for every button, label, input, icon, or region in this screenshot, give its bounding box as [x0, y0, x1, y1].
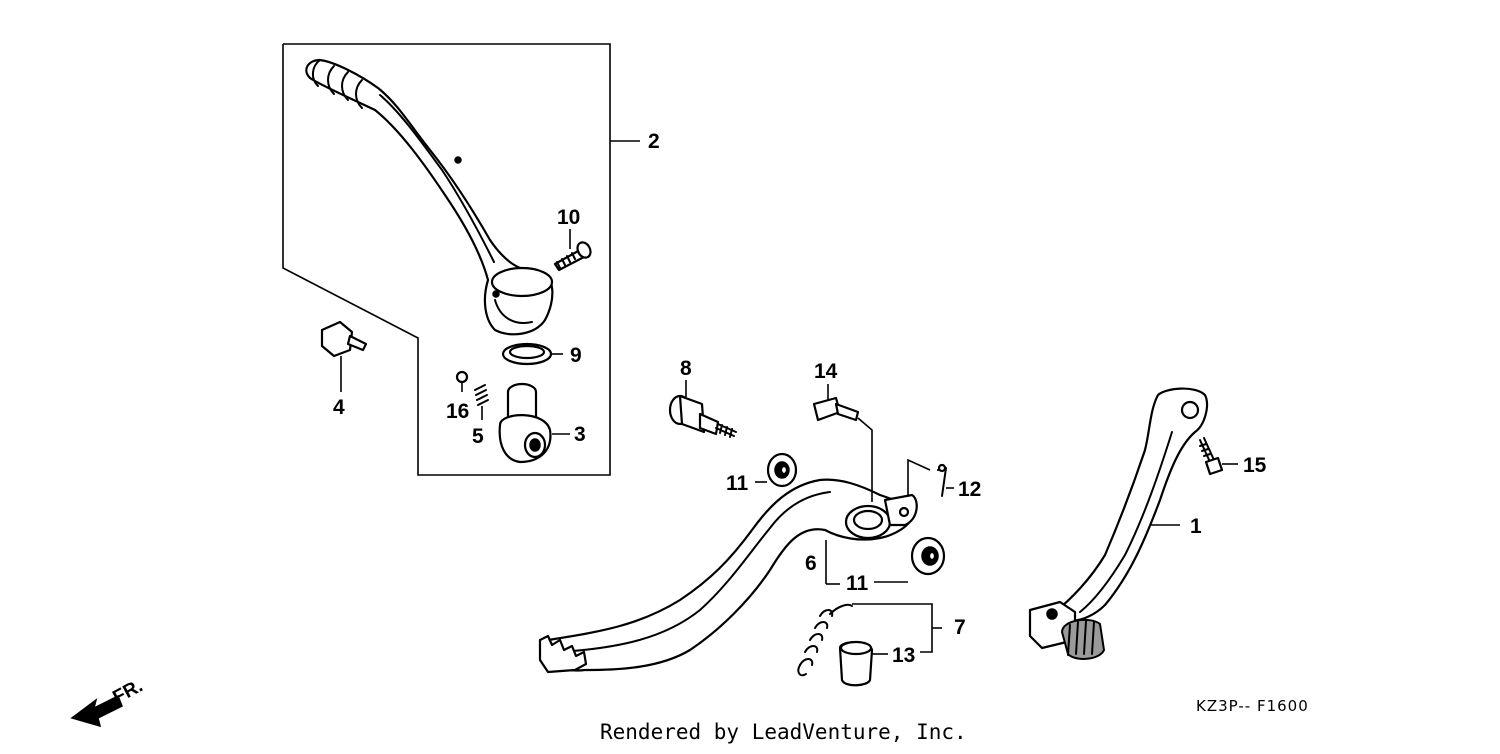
callout-1: 1	[1190, 515, 1202, 538]
callout-2: 2	[648, 130, 660, 153]
clip-14-icon[interactable]	[812, 384, 873, 502]
callout-9: 9	[570, 344, 582, 367]
callout-15: 15	[1243, 454, 1267, 477]
callout-14: 14	[814, 360, 838, 383]
gearshift-pedal[interactable]	[1028, 387, 1209, 660]
cotter-pin-12-icon[interactable]	[907, 458, 954, 497]
bearing-11-upper-icon[interactable]	[755, 452, 798, 488]
bearing-11-lower-icon[interactable]	[874, 536, 946, 583]
collar-13-icon[interactable]	[838, 640, 888, 687]
bolt-10-icon[interactable]	[553, 229, 593, 272]
kick-starter-arm[interactable]	[305, 58, 554, 336]
front-arrow-icon	[70, 694, 123, 728]
ball-16-icon[interactable]	[455, 370, 469, 392]
callout-3: 3	[574, 423, 586, 446]
bolt-4-icon[interactable]	[320, 320, 368, 392]
bolt-15-icon[interactable]	[1199, 437, 1238, 476]
callout-12: 12	[958, 478, 981, 501]
callout-16: 16	[446, 400, 469, 423]
spring-5-icon[interactable]	[474, 384, 489, 420]
callout-8: 8	[680, 357, 692, 380]
callout-10: 10	[557, 206, 580, 229]
diagram-code: KZ3P-- F1600	[1196, 697, 1309, 715]
pivot-bolt-8-icon[interactable]	[668, 380, 737, 438]
brake-pedal[interactable]	[538, 478, 918, 674]
washer-9-icon[interactable]	[501, 342, 563, 366]
callout-11-lower: 11	[846, 572, 869, 595]
kick-starter-group-outline	[282, 43, 640, 476]
credit-text: Rendered by LeadVenture, Inc.	[600, 720, 967, 744]
callout-6: 6	[805, 552, 817, 575]
callout-7: 7	[954, 616, 966, 639]
callout-5: 5	[472, 425, 484, 448]
kick-spindle-3-icon[interactable]	[498, 382, 570, 464]
callout-4: 4	[333, 396, 345, 419]
callout-13: 13	[892, 644, 915, 667]
return-spring-icon[interactable]	[797, 603, 942, 677]
callout-11-upper: 11	[726, 472, 749, 495]
